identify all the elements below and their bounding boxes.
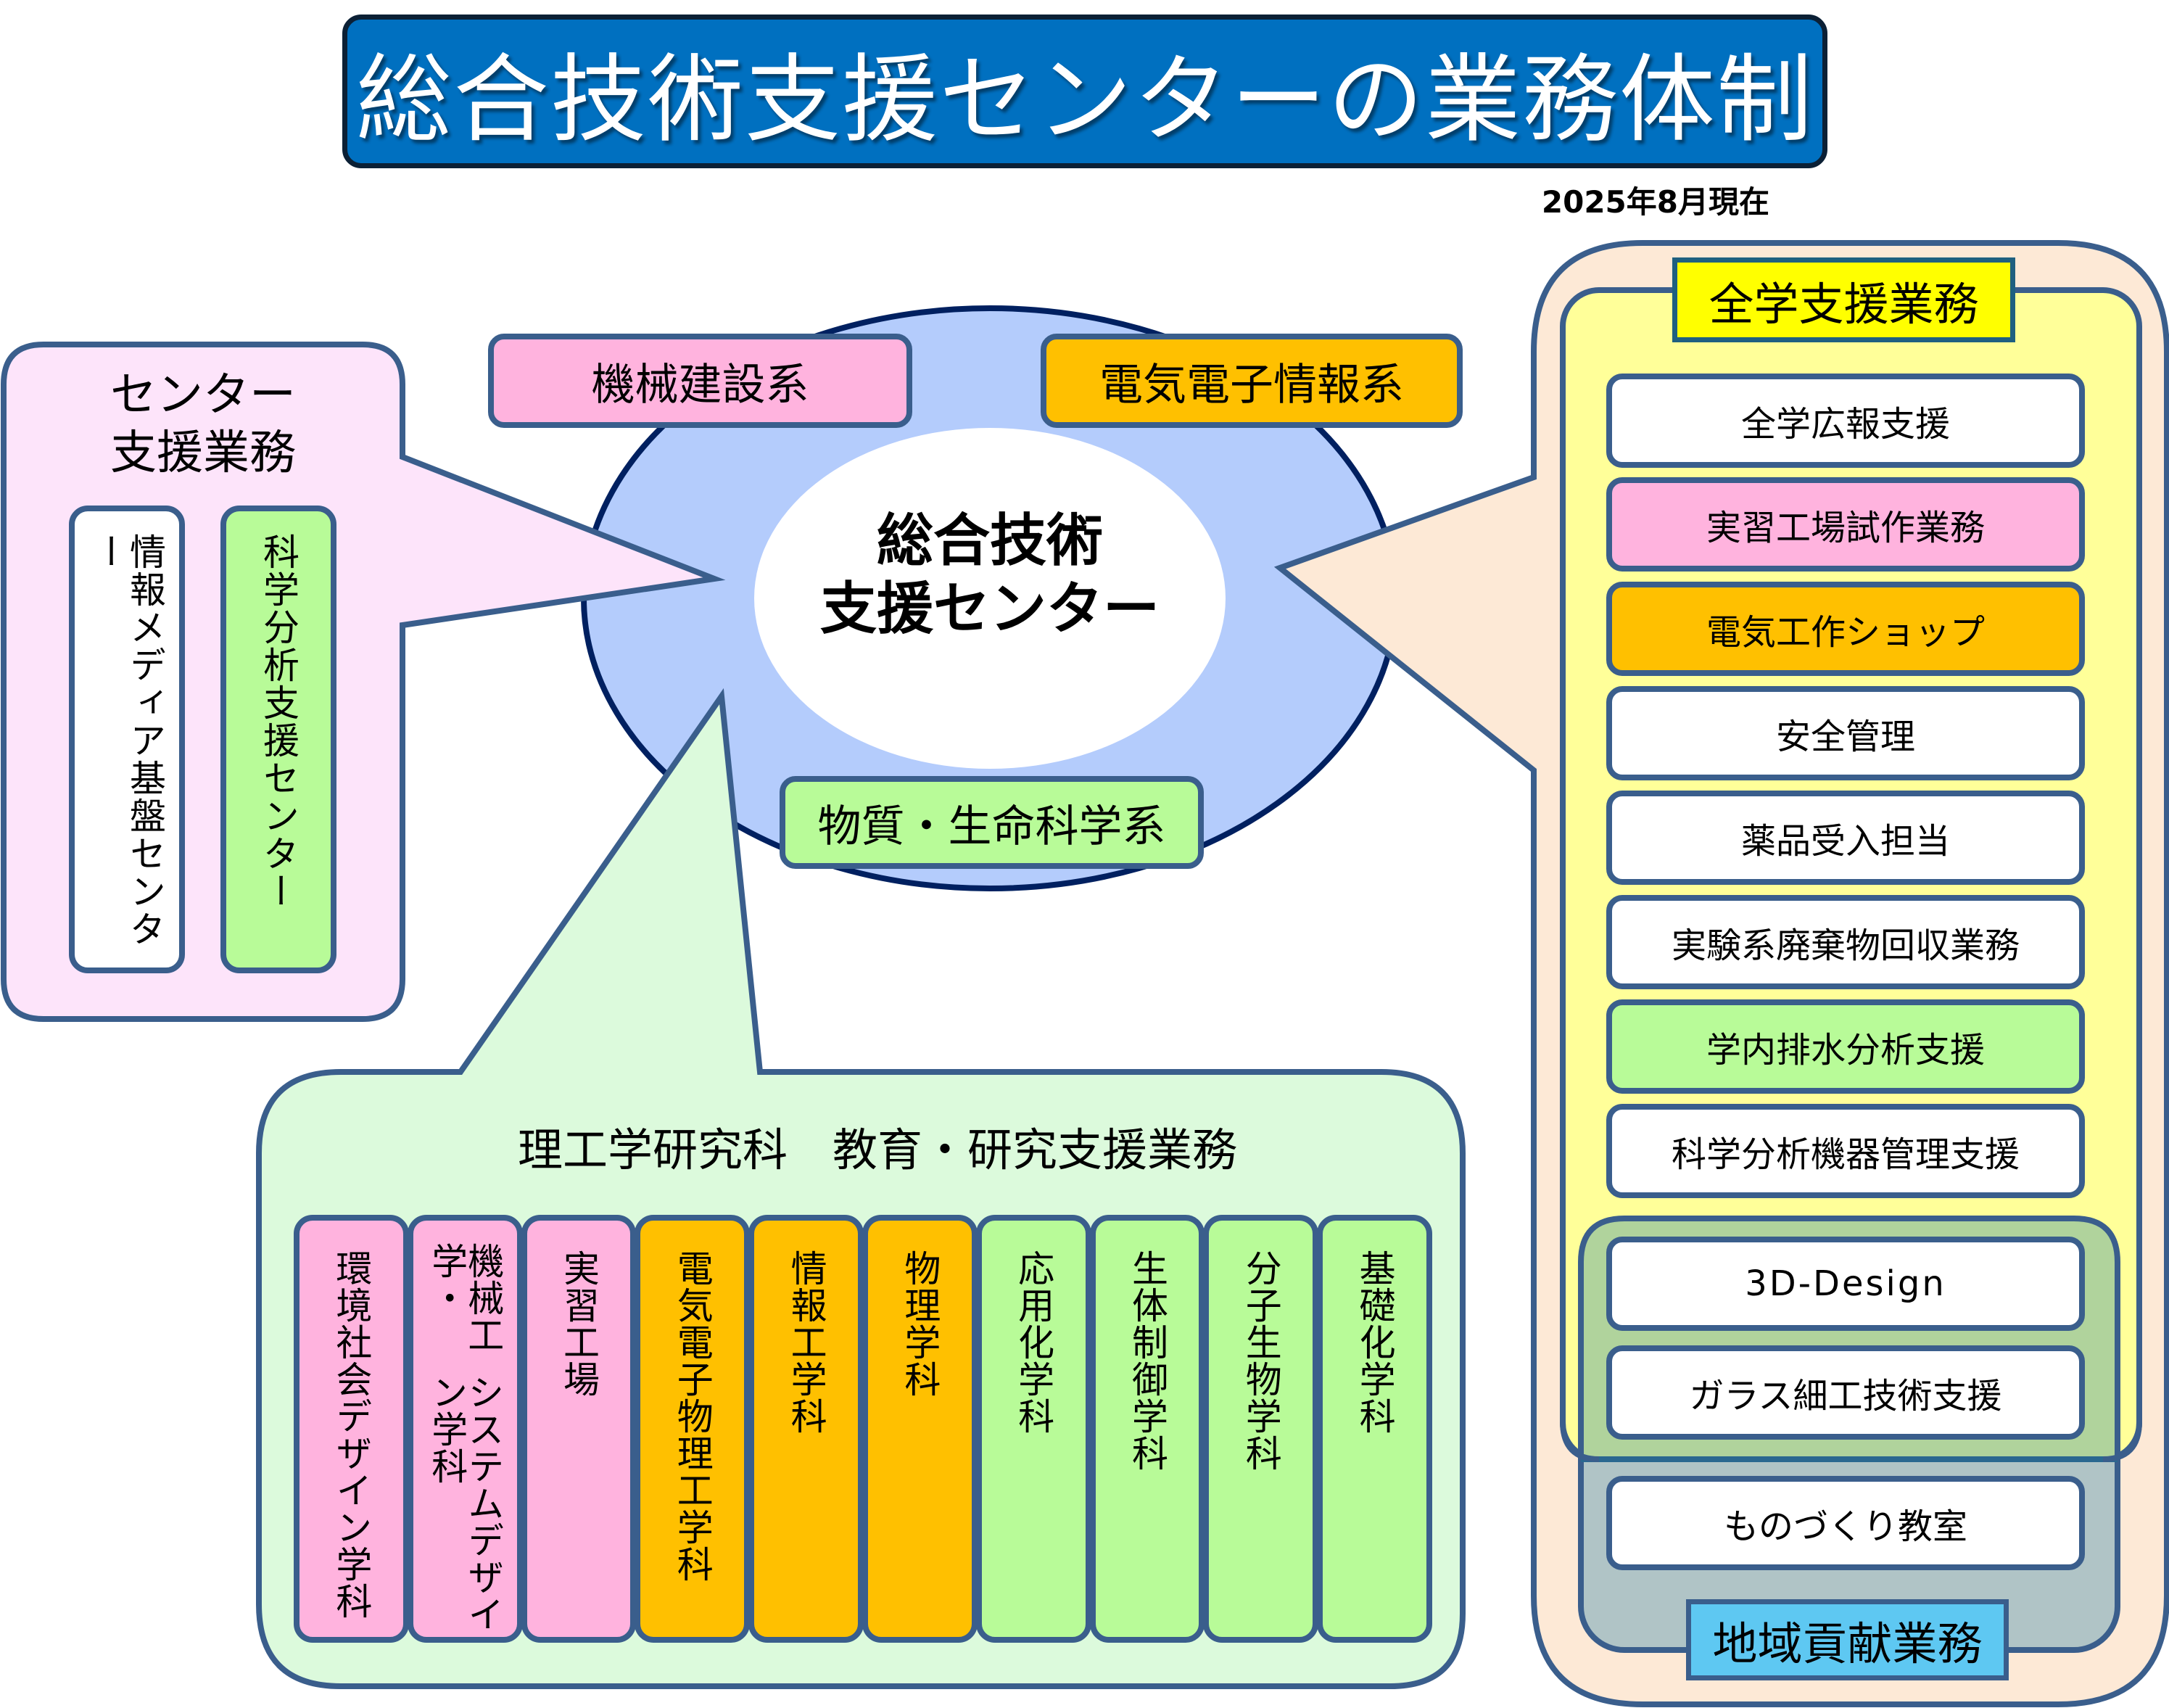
department-label: 分子生物学科 — [1239, 1250, 1282, 1472]
group-electrical-info[interactable]: 電気電子情報系 — [1041, 334, 1463, 428]
title-banner: 総合技術支援センターの業務体制 — [342, 15, 1827, 168]
group-label: 機械建設系 — [591, 359, 809, 411]
service-item[interactable]: 薬品受入担当 — [1606, 791, 2085, 885]
service-label: 薬品受入担当 — [1740, 821, 1950, 862]
service-item[interactable]: 学内排水分析支援 — [1606, 999, 2085, 1094]
service-label: 実験系廃棄物回収業務 — [1671, 925, 2020, 966]
center-support-item-label: 科学分析支援センター — [257, 533, 299, 910]
as-of-date: 2025年8月現在 — [1541, 184, 1769, 220]
center-support-item-label: 情報メディア基盤センター — [88, 533, 166, 948]
department-item[interactable]: 分子生物学科 — [1203, 1215, 1319, 1643]
service-label: 学内排水分析支援 — [1706, 1030, 1985, 1070]
group-label: 電気電子情報系 — [1099, 359, 1404, 411]
department-item[interactable]: 実習工場 — [521, 1215, 637, 1643]
graduate-school-title: 理工学研究科 教育・研究支援業務 — [517, 1123, 1237, 1176]
service-item[interactable]: 実験系廃棄物回収業務 — [1606, 895, 2085, 989]
service-item[interactable]: 安全管理 — [1606, 686, 2085, 780]
center-title-line2: 支援センター — [819, 576, 1160, 642]
department-label: 環境社会デザイン学科 — [330, 1250, 373, 1620]
group-label: 物質・生命科学系 — [817, 801, 1166, 852]
overlap-outline — [1578, 1216, 2120, 1459]
group-mechanical-civil[interactable]: 機械建設系 — [488, 334, 912, 428]
department-item[interactable]: 生体制御学科 — [1089, 1215, 1205, 1643]
department-label: 実習工場 — [557, 1250, 600, 1398]
center-support-title: センター 支援業務 — [44, 366, 363, 482]
shared-service-item[interactable]: 3D-Design — [1606, 1237, 2085, 1331]
department-label: 応用化学科 — [1012, 1250, 1055, 1435]
all-campus-label-text: 全学支援業務 — [1709, 277, 1979, 331]
regional-label: 地域貢献業務 — [1686, 1599, 2009, 1680]
service-item[interactable]: 科学分析機器管理支援 — [1606, 1104, 2085, 1198]
service-item[interactable]: 電気工作ショップ — [1606, 582, 2085, 676]
service-label: 全学広報支援 — [1740, 404, 1950, 445]
department-item[interactable]: 環境社会デザイン学科 — [294, 1215, 409, 1643]
department-label: 電気電子物理工学科 — [671, 1250, 714, 1583]
all-campus-label: 全学支援業務 — [1672, 257, 2015, 342]
department-label: 機械工学・ システムデザイン学科 — [426, 1242, 505, 1637]
service-label: 電気工作ショップ — [1706, 612, 1985, 653]
department-list: 環境社会デザイン学科 機械工学・ システムデザイン学科 実習工場 電気電子物理工… — [294, 1215, 1432, 1643]
department-item[interactable]: 機械工学・ システムデザイン学科 — [407, 1215, 523, 1643]
regional-service-item[interactable]: ものづくり教室 — [1606, 1476, 2085, 1570]
service-label: ガラス細工技術支援 — [1689, 1376, 2002, 1416]
center-support-title-line2: 支援業務 — [110, 426, 296, 480]
service-label: ものづくり教室 — [1723, 1506, 1967, 1547]
shared-service-item[interactable]: ガラス細工技術支援 — [1606, 1345, 2085, 1440]
service-label: 3D-Design — [1745, 1263, 1946, 1304]
center-inner-ellipse — [754, 428, 1226, 769]
page-title: 総合技術支援センターの業務体制 — [356, 44, 1814, 156]
service-label: 科学分析機器管理支援 — [1671, 1134, 2020, 1175]
service-item[interactable]: 実習工場試作業務 — [1606, 477, 2085, 572]
group-materials-life[interactable]: 物質・生命科学系 — [780, 776, 1204, 869]
center-title: 総合技術 支援センター — [758, 508, 1222, 643]
service-label: 実習工場試作業務 — [1706, 508, 1985, 548]
center-title-line1: 総合技術 — [876, 508, 1103, 574]
department-label-line2: システムデザイン学科 — [426, 1374, 505, 1633]
department-label: 生体制御学科 — [1125, 1250, 1168, 1472]
service-item[interactable]: 全学広報支援 — [1606, 374, 2085, 468]
all-campus-bottom-outline — [1560, 1421, 2142, 1462]
department-label-line1: 機械工学・ — [426, 1242, 505, 1353]
department-label: 基礎化学科 — [1353, 1250, 1396, 1435]
department-item[interactable]: 基礎化学科 — [1317, 1215, 1432, 1643]
regional-label-text: 地域貢献業務 — [1712, 1617, 1983, 1670]
department-item[interactable]: 物理学科 — [862, 1215, 978, 1643]
department-label: 物理学科 — [898, 1250, 941, 1398]
service-label: 安全管理 — [1775, 717, 1915, 757]
center-support-item-info-media[interactable]: 情報メディア基盤センター — [69, 506, 185, 973]
department-item[interactable]: 情報工学科 — [748, 1215, 864, 1643]
department-item[interactable]: 応用化学科 — [975, 1215, 1091, 1643]
center-support-title-line1: センター — [110, 368, 296, 422]
department-label: 情報工学科 — [785, 1250, 827, 1435]
center-support-item-science-analysis[interactable]: 科学分析支援センター — [220, 506, 336, 973]
department-item[interactable]: 電気電子物理工学科 — [635, 1215, 751, 1643]
